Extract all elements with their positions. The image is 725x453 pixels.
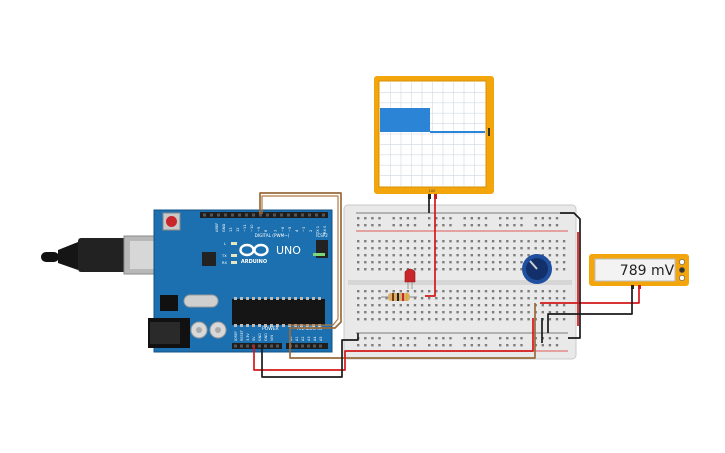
pin-label-3v3: 3.3V [246, 333, 250, 341]
atmega-chip [232, 299, 325, 325]
multimeter[interactable]: 789 mV [589, 254, 689, 289]
red-led[interactable] [404, 268, 416, 289]
multimeter-probe-neg[interactable] [631, 285, 634, 289]
breadboard[interactable] [343, 204, 577, 360]
pin-label-11: ~11 [243, 224, 247, 232]
digital-label: DIGITAL (PWM~) [255, 233, 290, 238]
oscilloscope[interactable]: 100 [374, 76, 494, 199]
pin-label-a4: A4 [313, 337, 317, 341]
wire-red-meter[interactable] [540, 288, 640, 304]
wire-black-meter[interactable] [547, 288, 633, 333]
pin-label-a3: A3 [307, 337, 311, 341]
pin-label-10: ~10 [250, 224, 254, 232]
pin-label-4: 4 [295, 229, 299, 232]
resistor[interactable] [381, 293, 417, 301]
pin-label-a1: A1 [295, 337, 299, 341]
led-label-l: L [224, 242, 226, 246]
pin-label-7: 7 [274, 230, 278, 232]
multimeter-reading: 789 mV [620, 263, 675, 279]
wire-brown-top[interactable] [259, 192, 536, 359]
pin-label-9: ~9 [257, 226, 261, 232]
pin-label-5: ~5 [288, 227, 292, 232]
pin-label-13: 13 [229, 227, 233, 232]
pin-label-reset: RESET [240, 329, 244, 341]
multimeter-mode-v-icon[interactable] [679, 267, 685, 273]
pin-label-2: 2 [309, 230, 313, 232]
pin-label-gnd2: GND [264, 333, 268, 341]
icsp-label: ICSP2 [316, 233, 328, 238]
crystal-oscillator [183, 294, 219, 308]
oscilloscope-probe-neg[interactable] [428, 194, 431, 199]
wires[interactable] [253, 192, 640, 378]
multimeter-mode-a-icon[interactable] [679, 259, 685, 265]
wire-black-gnd[interactable] [261, 333, 359, 378]
analog-label: ANALOG IN [297, 326, 322, 332]
pin-label-8: 8 [264, 229, 268, 232]
potentiometer[interactable] [522, 254, 552, 284]
pin-label-a5: A5 [319, 337, 323, 341]
pin-label-5v: 5V [252, 336, 256, 341]
oscilloscope-trace-block [380, 108, 430, 132]
pin-label-6: ~6 [281, 226, 285, 232]
pin-label-gnd: GND [222, 224, 226, 232]
wire-black-rail[interactable] [560, 212, 581, 339]
pin-label-vin: VIN [270, 335, 274, 341]
brand-label: ARDUINO [241, 259, 267, 265]
oscilloscope-grid [380, 82, 485, 186]
pin-label-12: 12 [236, 227, 240, 232]
pin-label-rx0: RX 0 [323, 225, 327, 234]
arduino-uno-board[interactable]: ICSP2 AREF GND 13 12 ~11 ~10 ~9 8 7 ~6 ~… [148, 209, 333, 353]
arduino-logo-icon [239, 243, 269, 257]
wire-red-osc[interactable] [425, 198, 436, 297]
wire-brown-inner[interactable] [261, 195, 339, 326]
pin-label-gnd1: GND [258, 333, 262, 341]
led-label-tx: TX [221, 254, 227, 258]
wire-red-5v[interactable] [253, 318, 534, 371]
pin-label-aref: AREF [215, 223, 219, 232]
pin-label-3: ~3 [302, 227, 306, 232]
power-label: POWER [262, 326, 279, 332]
pin-label-ioref: IOREF [234, 331, 238, 341]
led-label-rx: RX [222, 261, 227, 265]
multimeter-mode-r-icon[interactable] [679, 275, 685, 281]
model-label: UNO [276, 244, 301, 257]
digital-header[interactable] [200, 212, 328, 218]
oscilloscope-probe-pos[interactable] [434, 194, 437, 199]
oscilloscope-side-marks-icon [488, 128, 490, 136]
pin-label-tx1: TX 1 [316, 226, 320, 235]
power-header[interactable] [232, 343, 282, 349]
pin-label-a2: A2 [301, 337, 305, 341]
multimeter-probe-pos[interactable] [638, 285, 641, 289]
oscilloscope-axis-label: 100 [429, 189, 436, 193]
pin-label-a0: A0 [289, 337, 293, 341]
